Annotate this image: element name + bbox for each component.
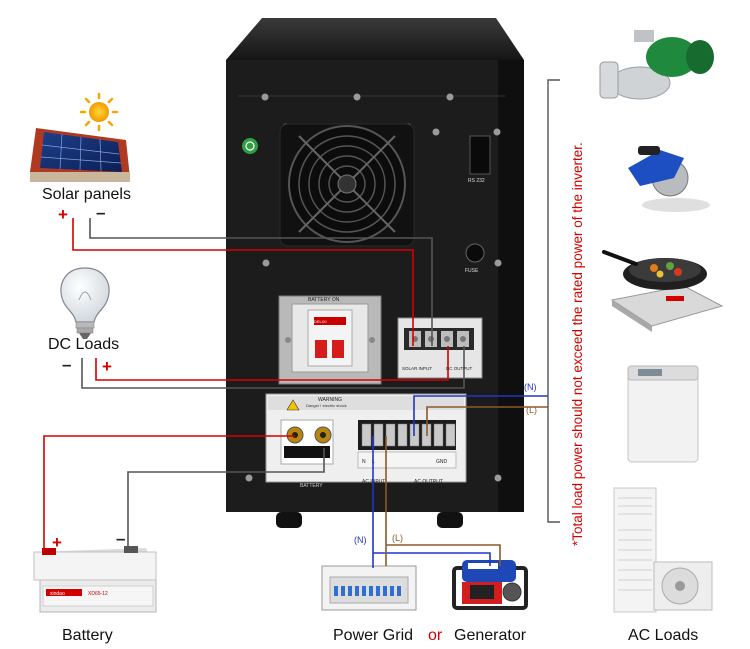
breaker-brand-text: DELIXI — [314, 319, 327, 324]
ac-output-live-label: (L) — [526, 405, 537, 415]
inverter-cabinet — [226, 18, 524, 528]
cabinet-top — [226, 18, 524, 60]
solar-positive-sign: + — [58, 205, 68, 224]
ac-output-neutral-label: (N) — [524, 382, 537, 392]
ac-n-text: N — [362, 459, 366, 465]
generator-icon — [452, 560, 528, 610]
dc-load-negative-sign: – — [62, 355, 72, 374]
rs232-text: RS 232 — [468, 178, 485, 184]
ac-loads-label: AC Loads — [628, 627, 699, 644]
ac-l-text: L — [372, 459, 375, 465]
dc-load-positive-wire — [95, 346, 449, 381]
ac-input-neutral-label: (N) — [354, 535, 367, 545]
dc-load-negative-wire — [81, 346, 465, 389]
power-grid-label: Power Grid — [333, 627, 414, 644]
or-label: or — [428, 627, 443, 644]
battery-label: Battery — [62, 627, 113, 644]
caster-right — [437, 512, 463, 528]
air-conditioner-icon — [613, 487, 713, 613]
sun-icon — [89, 102, 109, 122]
battery-model-text: XD65-12 — [88, 591, 108, 597]
dc-loads-label: DC Loads — [48, 336, 120, 353]
warning-text: WARNING — [318, 397, 342, 403]
water-pump-icon — [599, 30, 714, 100]
battery-negative-sign: – — [116, 529, 126, 548]
ground-sticker — [242, 138, 258, 154]
ac-output-neutral-wire — [413, 395, 548, 436]
ac-input-live-label: (L) — [392, 533, 403, 543]
wiring — [43, 79, 560, 568]
circular-saw-icon — [628, 146, 710, 212]
induction-cooker-icon — [602, 250, 724, 332]
danger-text: Danger ! electric shock — [306, 403, 347, 408]
dc-output-text: DC OUTPUT — [446, 366, 472, 371]
ac-terminal-panel — [265, 393, 467, 483]
battery-brand-text: xindao — [50, 591, 65, 597]
light-bulb-icon — [60, 267, 110, 339]
ac-output-text: AC OUTPUT — [414, 479, 443, 485]
solar-negative-sign: – — [96, 203, 106, 222]
battery-on-text: BATTERY ON — [308, 297, 340, 303]
battery-terminal-text: BATTERY — [300, 483, 323, 489]
battery-positive-sign: + — [52, 533, 62, 552]
ac-gnd-text: GND — [436, 459, 448, 465]
ac-output-live-wire — [426, 406, 548, 436]
cabinet-side — [498, 60, 524, 512]
generator-label: Generator — [454, 627, 527, 644]
power-grid-box-icon — [321, 565, 417, 611]
solar-panels-label: Solar panels — [42, 186, 131, 203]
ac-loads-bracket — [547, 79, 560, 523]
battery-negative-wire — [127, 448, 325, 552]
battery-breaker-panel — [278, 295, 382, 385]
solar-input-text: SOLAR INPUT — [402, 366, 432, 371]
caster-left — [276, 512, 302, 528]
solar-dc-terminal-block — [397, 317, 483, 379]
solar-positive-wire — [72, 218, 414, 346]
ac-input-text: AC INPUT — [362, 479, 385, 485]
fuse-text: FUSE — [465, 268, 479, 274]
load-power-note: *Total load power should not exceed the … — [570, 142, 585, 546]
fuse-holder — [465, 243, 485, 263]
battery-positive-wire — [43, 435, 295, 552]
dc-load-positive-sign: + — [102, 357, 112, 376]
battery-icon — [33, 546, 157, 613]
washing-machine-icon — [627, 365, 699, 463]
cooling-fan — [279, 123, 415, 247]
solar-negative-wire — [89, 218, 433, 346]
rs232-port — [469, 135, 491, 175]
solar-panel-icon — [30, 92, 130, 182]
